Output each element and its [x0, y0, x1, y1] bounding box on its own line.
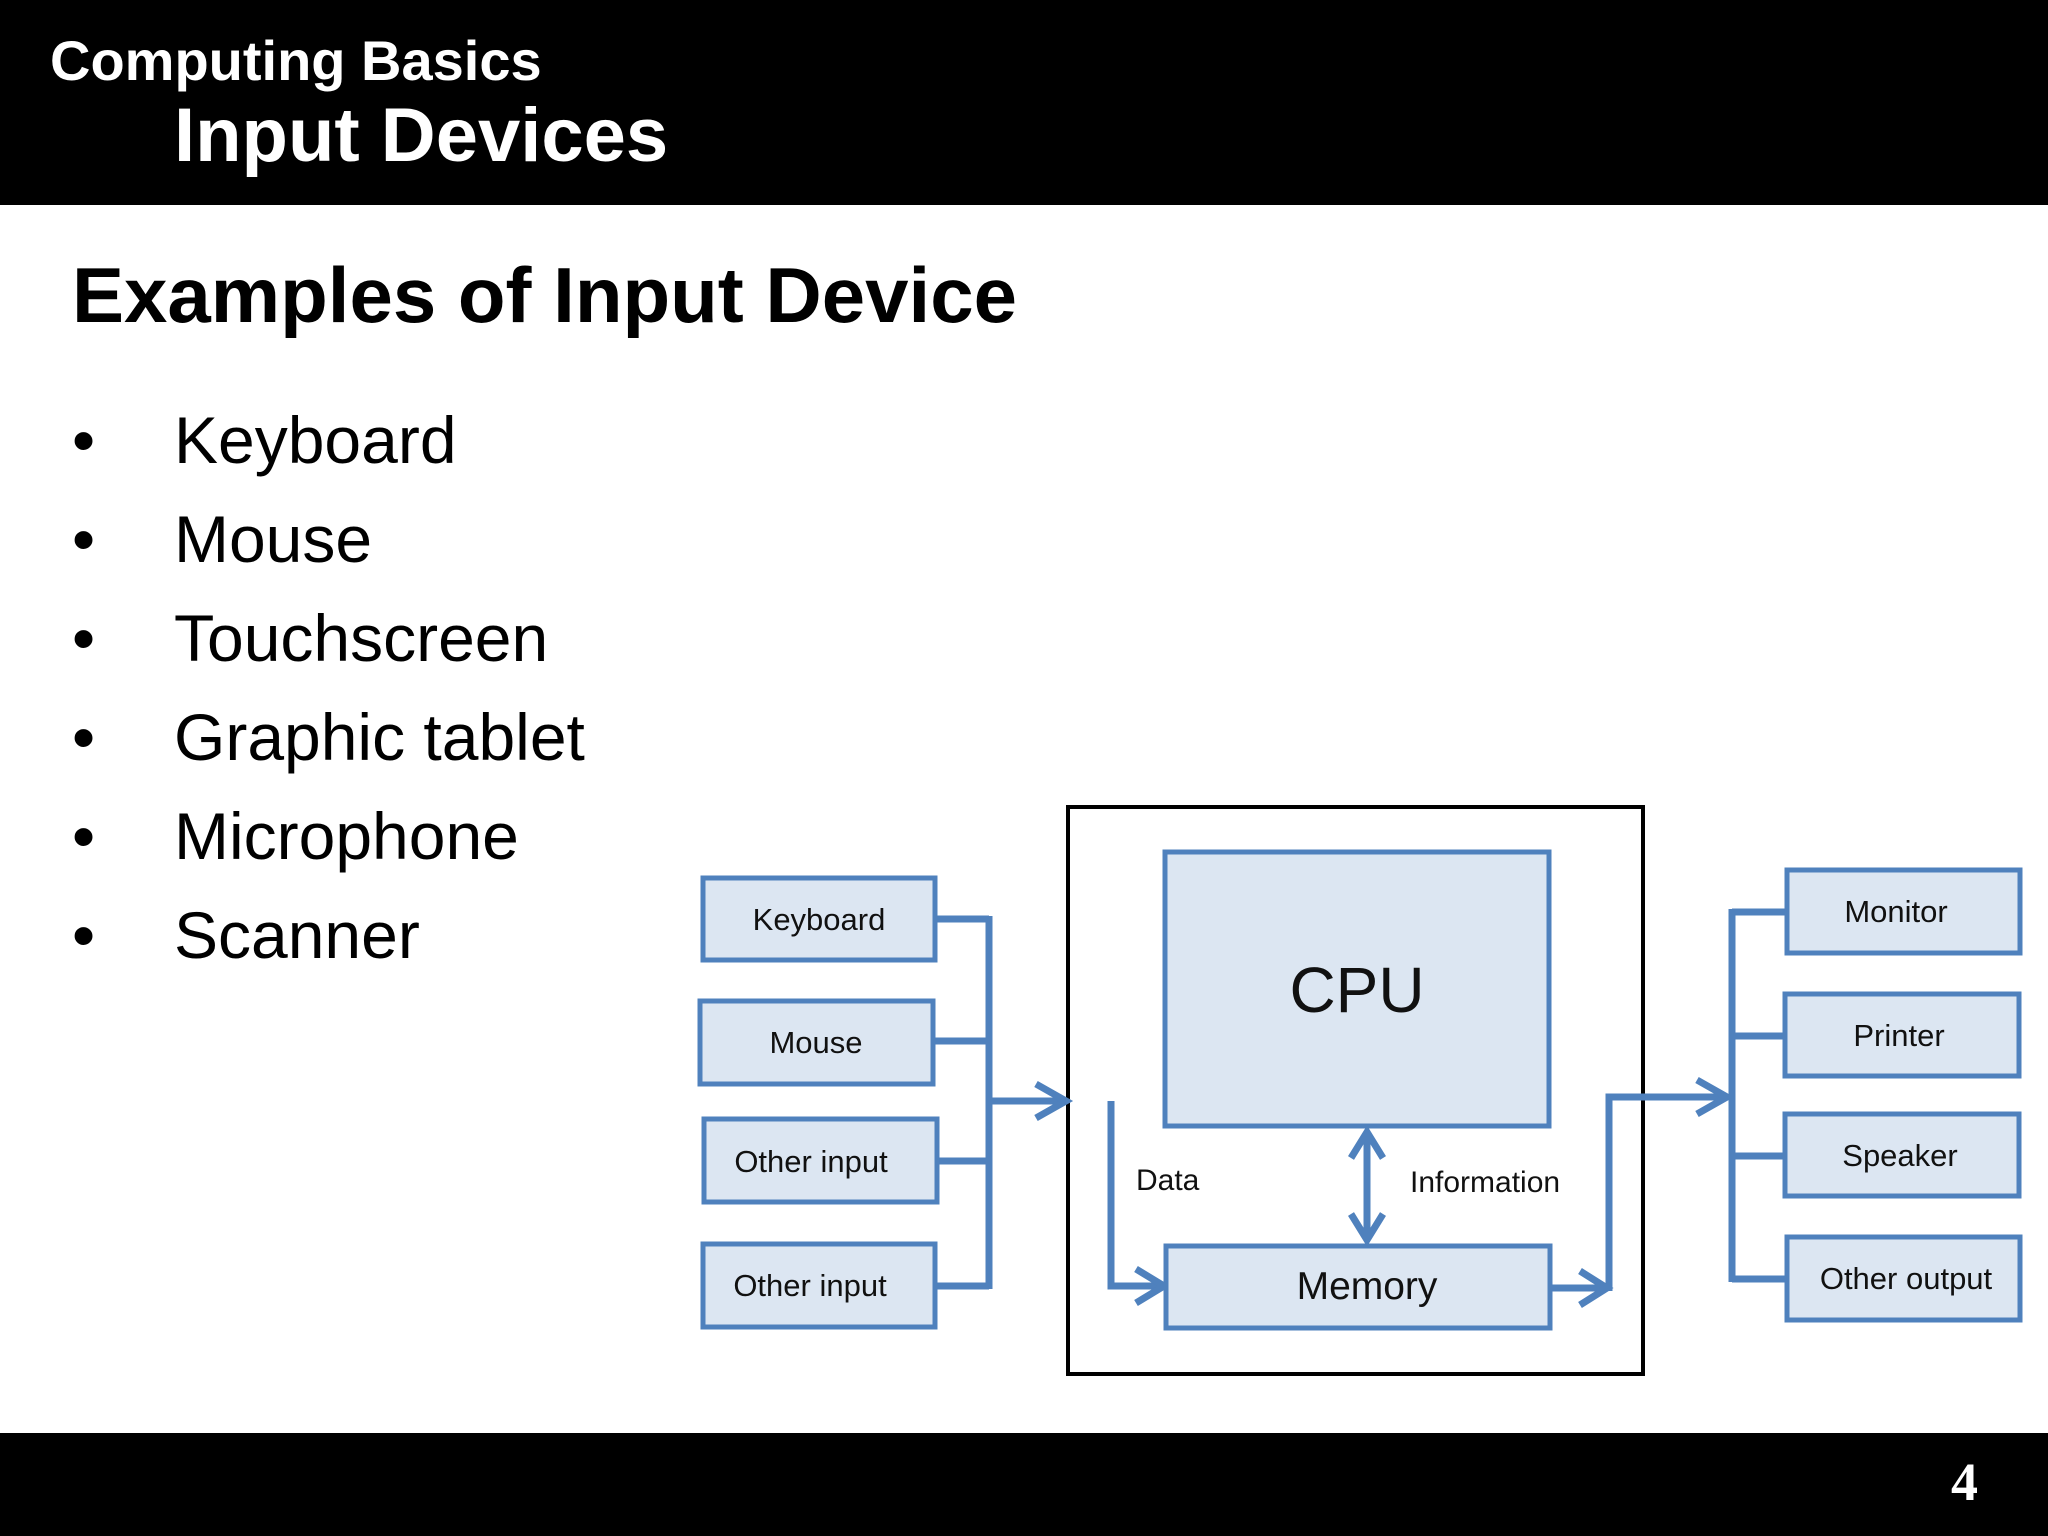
- output-label: Printer: [1853, 1018, 1944, 1053]
- memory-label: Memory: [1297, 1265, 1438, 1308]
- double-arrow-icon: [1348, 1125, 1386, 1247]
- information-label: Information: [1410, 1166, 1560, 1199]
- output-label: Monitor: [1844, 894, 1947, 929]
- output-box-monitor: [1784, 867, 2023, 956]
- output-path-lines: [1550, 1093, 1727, 1292]
- list-item-text: Graphic tablet: [174, 700, 585, 774]
- input-label: Keyboard: [753, 902, 886, 937]
- bullet-icon: •: [72, 700, 96, 774]
- memory-box: [1163, 1243, 1553, 1331]
- list-item-text: Mouse: [174, 502, 373, 576]
- input-box-mouse: [697, 998, 936, 1087]
- output-label: Speaker: [1842, 1138, 1957, 1173]
- list-item-text: Scanner: [174, 898, 420, 972]
- input-label: Other input: [734, 1144, 888, 1179]
- slide-footer: 4: [0, 1433, 2048, 1536]
- input-label: Mouse: [769, 1025, 862, 1060]
- list-item-text: Touchscreen: [174, 601, 549, 675]
- arrow-head-icon: [1695, 1076, 1735, 1118]
- slide-header: Computing Basics Input Devices: [0, 0, 2048, 205]
- input-box-other: [700, 1241, 938, 1330]
- bullet-icon: •: [72, 403, 96, 477]
- bullet-icon: •: [72, 799, 96, 873]
- arrow-head-icon: [1034, 1080, 1074, 1122]
- bullet-icon: •: [72, 502, 96, 576]
- page-number: 4: [1951, 1452, 1978, 1512]
- slide-title: Input Devices: [174, 93, 669, 178]
- list-item-text: Microphone: [174, 799, 519, 873]
- cpu-label: CPU: [1289, 954, 1424, 1026]
- list-item-text: Keyboard: [174, 403, 457, 477]
- input-label: Other input: [733, 1268, 887, 1303]
- output-box-speaker: [1782, 1111, 2022, 1199]
- output-box-printer: [1782, 991, 2022, 1079]
- section-heading: Examples of Input Device: [72, 251, 1017, 339]
- course-title: Computing Basics: [50, 29, 542, 92]
- bullet-icon: •: [72, 898, 96, 972]
- cpu-box: [1162, 849, 1552, 1129]
- output-label: Other output: [1820, 1261, 1993, 1296]
- arrow-head-icon: [1578, 1268, 1614, 1308]
- system-boundary: [1066, 805, 1645, 1376]
- input-bus-lines: [933, 915, 1164, 1290]
- bullet-icon: •: [72, 601, 96, 675]
- data-label: Data: [1136, 1164, 1200, 1197]
- output-box-other: [1784, 1234, 2023, 1323]
- output-bus-lines: [1728, 908, 1787, 1283]
